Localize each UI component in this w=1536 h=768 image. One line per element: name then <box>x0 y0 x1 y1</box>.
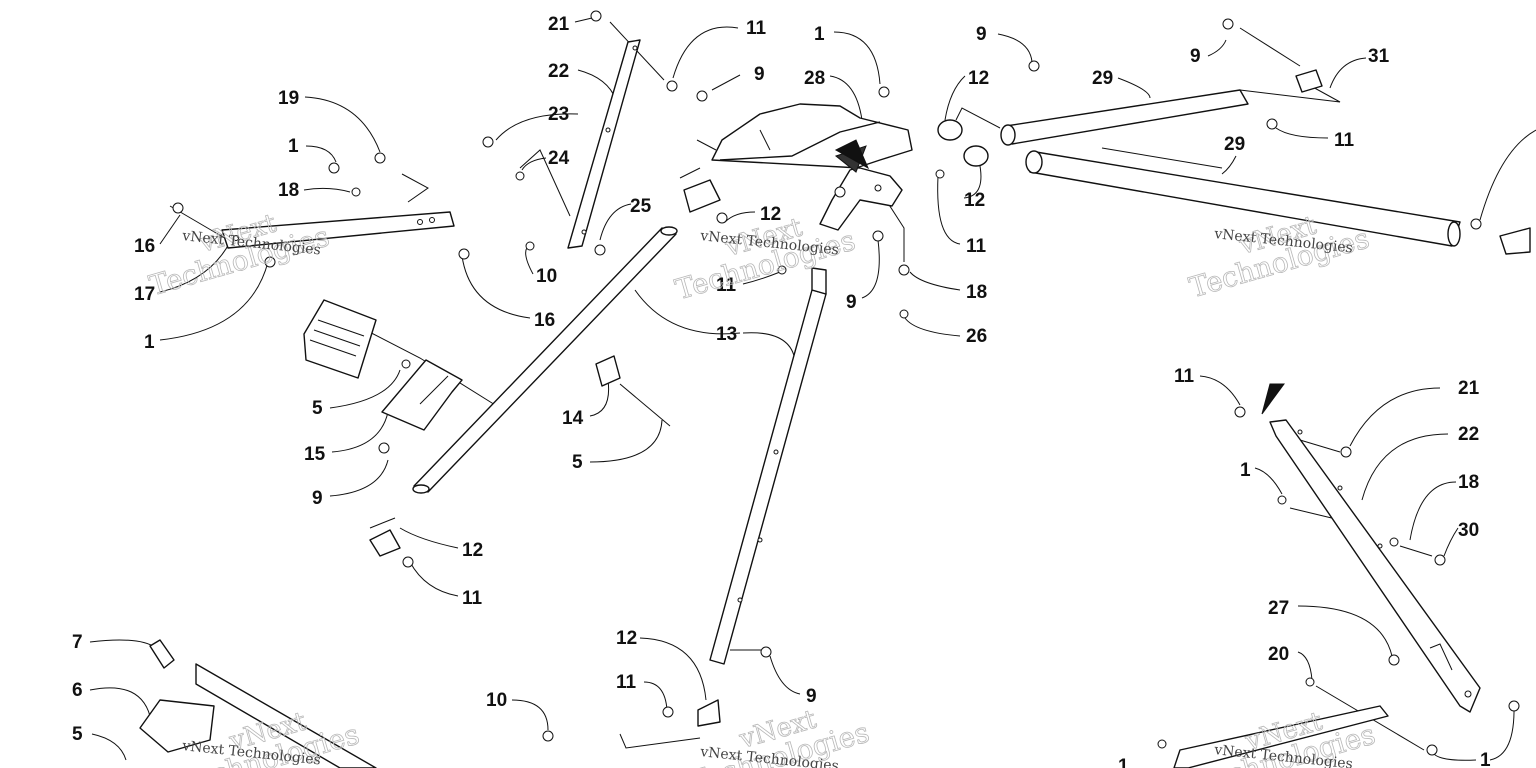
callout-label: 9 <box>846 292 857 313</box>
callout-label: 6 <box>72 680 83 701</box>
bracket-17 <box>221 211 455 249</box>
bracket-22-right <box>1269 419 1481 713</box>
tube-29-upper <box>1000 89 1249 146</box>
bottom-left-rail <box>139 639 377 768</box>
callout-label: 12 <box>462 540 483 561</box>
tube-29-lower <box>1025 150 1461 247</box>
bracket-28 <box>711 103 913 231</box>
callout-label: 30 <box>1458 520 1479 541</box>
callout-label: 16 <box>534 310 555 331</box>
callout-label: 7 <box>72 632 83 653</box>
callout-label: 27 <box>1268 598 1289 619</box>
callout-label: 11 <box>1334 130 1355 151</box>
callout-label: 18 <box>966 282 987 303</box>
callout-label: 11 <box>966 236 987 257</box>
callout-label: 14 <box>562 408 584 429</box>
fasteners <box>172 10 1520 756</box>
assembly-lines <box>169 21 1433 751</box>
callout-label: 31 <box>1368 46 1390 67</box>
fittings <box>369 69 1531 727</box>
callout-label: 9 <box>754 64 765 85</box>
bottom-right-rail <box>1173 705 1389 768</box>
callout-label: 26 <box>966 326 987 347</box>
callout-label: 23 <box>548 104 569 125</box>
control-module <box>303 299 463 431</box>
callout-label: 5 <box>572 452 583 473</box>
callout-label: 11 <box>716 275 737 296</box>
callout-label: 19 <box>278 88 299 109</box>
callout-label: 16 <box>134 236 155 257</box>
callout-label: 18 <box>278 180 299 201</box>
callout-label: 22 <box>1458 424 1479 445</box>
callout-label: 9 <box>806 686 817 707</box>
callout-label: 10 <box>536 266 557 287</box>
callout-label: 25 <box>630 196 652 217</box>
callout-label: 1 <box>1118 756 1129 768</box>
callout-label: 20 <box>1268 644 1289 665</box>
vertical-post <box>709 267 827 665</box>
callout-label: 13 <box>716 324 737 345</box>
arrow-pointers <box>834 139 1285 415</box>
callout-label: 1 <box>1480 750 1491 768</box>
callout-label: 18 <box>1458 472 1479 493</box>
callout-labels: 21 11 22 9 23 28 1 19 24 1 18 25 12 16 1… <box>72 14 1491 768</box>
callout-label: 24 <box>548 148 570 169</box>
callout-label: 11 <box>616 672 637 693</box>
callout-label: 11 <box>1174 366 1195 387</box>
callout-label: 1 <box>288 136 299 157</box>
bracket-22-left <box>567 39 641 249</box>
leader-lines <box>89 17 1536 761</box>
callout-label: 9 <box>312 488 323 509</box>
callout-label: 17 <box>134 284 155 305</box>
callout-label: 12 <box>616 628 637 649</box>
callout-label: 28 <box>804 68 825 89</box>
callout-label: 22 <box>548 61 569 82</box>
callout-label: 11 <box>746 18 767 39</box>
callout-label: 29 <box>1224 134 1245 155</box>
callout-label: 1 <box>814 24 825 45</box>
callout-label: 21 <box>1458 378 1480 399</box>
callout-label: 5 <box>312 398 323 419</box>
tube-13 <box>412 226 678 494</box>
callout-label: 12 <box>760 204 781 225</box>
callout-label: 11 <box>462 588 483 609</box>
callout-label: 1 <box>1240 460 1251 481</box>
callout-label: 15 <box>304 444 326 465</box>
callout-label: 21 <box>548 14 570 35</box>
callout-label: 9 <box>1190 46 1201 67</box>
callout-label: 1 <box>144 332 155 353</box>
callout-label: 9 <box>976 24 987 45</box>
callout-label: 12 <box>968 68 989 89</box>
callout-label: 29 <box>1092 68 1113 89</box>
callout-label: 10 <box>486 690 507 711</box>
callout-label: 5 <box>72 724 83 745</box>
callout-label: 12 <box>964 190 985 211</box>
